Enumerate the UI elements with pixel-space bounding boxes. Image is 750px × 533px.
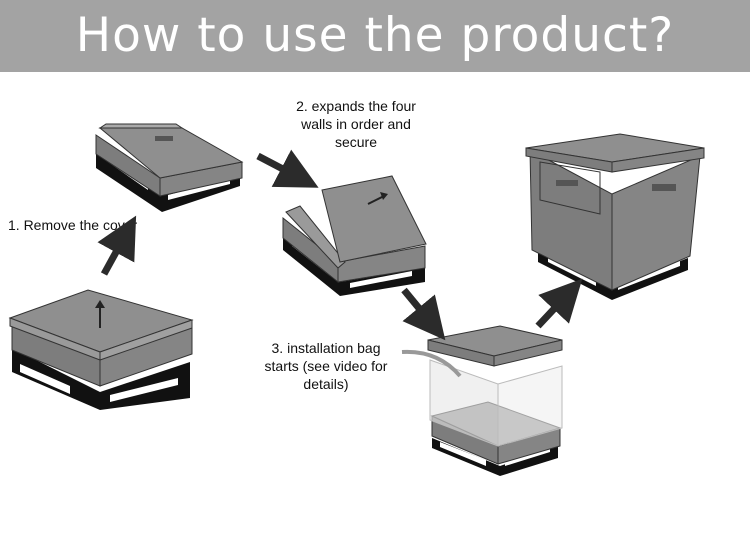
step-2-line-3: secure — [334, 134, 378, 150]
open-box-illustration — [95, 123, 244, 212]
title-banner: How to use the product? — [0, 0, 750, 72]
closed-box-illustration — [8, 289, 194, 410]
access-door-icon — [539, 161, 601, 215]
arrow-icon — [401, 287, 446, 341]
arrow-icon — [535, 278, 583, 329]
step-3-line-3: details) — [303, 376, 349, 392]
page-title: How to use the product? — [75, 8, 675, 63]
step-3-line-2: starts (see video for — [264, 358, 388, 374]
step-3-label: 3. installation bag starts (see video fo… — [246, 339, 406, 393]
handle-icon — [652, 184, 676, 191]
handle-icon — [556, 180, 578, 186]
arrow-icon — [97, 215, 137, 276]
step-3-line-1: 3. installation bag — [271, 340, 381, 356]
arrow-icon — [256, 149, 319, 188]
step-2-label: 2. expands the four walls in order and s… — [276, 97, 436, 151]
step-2-line-1: 2. expands the four — [296, 98, 416, 114]
assembled-box-illustration — [525, 133, 705, 300]
rotate-arrow-icon — [367, 195, 385, 205]
assembling-box-illustration — [401, 325, 563, 476]
expanding-box-illustration — [282, 175, 427, 296]
step-2-line-2: walls in order and — [301, 116, 411, 132]
handle-icon — [155, 136, 173, 141]
